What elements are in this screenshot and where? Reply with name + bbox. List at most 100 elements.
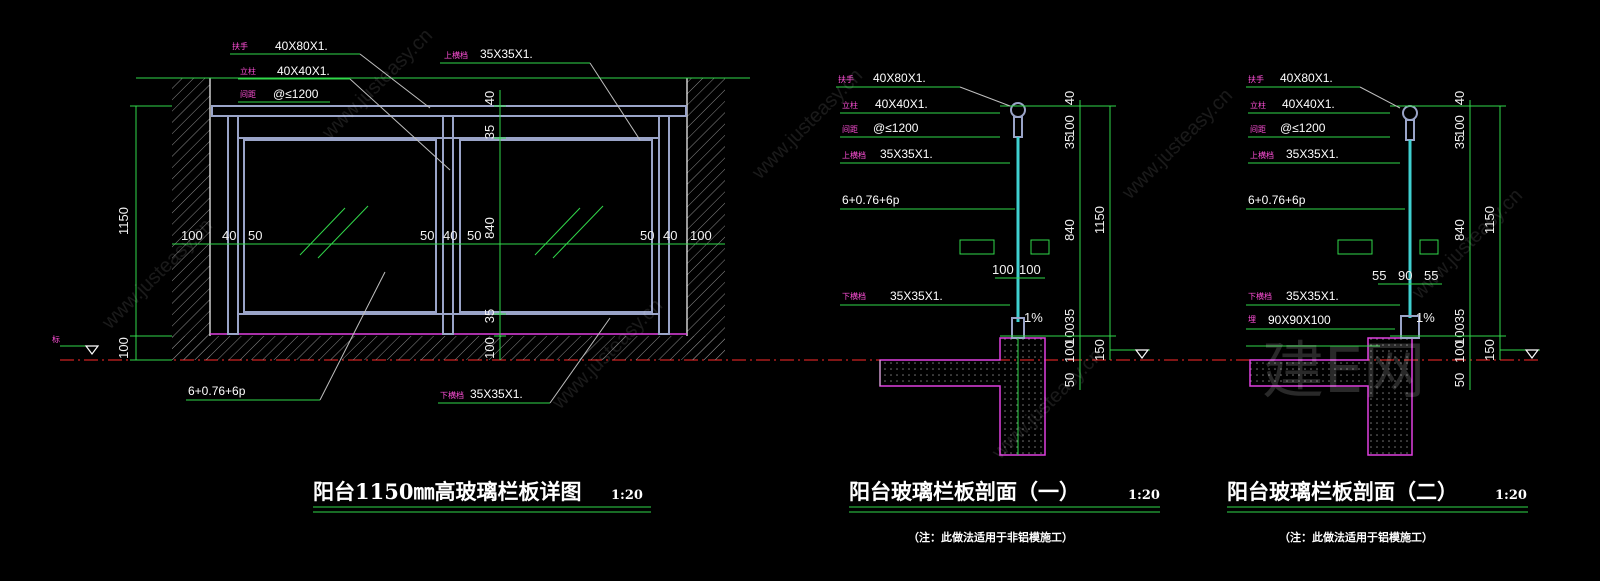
s2-callout-mid-rail: 40X40X1.: [1282, 97, 1335, 111]
s1-callout-post: @≤1200: [873, 121, 919, 135]
svg-text:www.justeasy.cn: www.justeasy.cn: [1407, 184, 1527, 304]
s2-dim-w90: 90: [1398, 268, 1412, 283]
s1-callout-mid-rail: 40X40X1.: [875, 97, 928, 111]
s2-dim-w55a: 55: [1372, 268, 1386, 283]
top-rail: [211, 105, 687, 117]
right-wall: [687, 78, 725, 360]
elevation-view: 1150 100 标 40 35 840 35 100 100 40 50 50…: [52, 39, 750, 513]
svg-text:扶手: 扶手: [1248, 74, 1264, 84]
svg-text:立柱: 立柱: [1250, 100, 1266, 110]
callout-lower-rail: 35X35X1.: [470, 387, 523, 401]
s1-callout-glass: 6+0.76+6p: [842, 193, 900, 207]
glass-panel-right: [459, 139, 653, 313]
svg-text:立柱: 立柱: [240, 66, 256, 76]
dim-left-100: 100: [181, 228, 203, 243]
svg-text:间距: 间距: [240, 90, 256, 99]
section-1-title: 阳台玻璃栏板剖面（一）: [849, 479, 1080, 504]
section-1-note: （注：此做法适用于非铝模施工）: [908, 530, 1073, 544]
base-slab: [172, 336, 725, 360]
left-wall: [172, 78, 210, 360]
s1-slope: 1%: [1024, 310, 1043, 325]
s1-callout-lower-rail: 35X35X1.: [890, 289, 943, 303]
svg-text:间距: 间距: [842, 125, 858, 134]
s1-dim-w100a: 100: [992, 262, 1014, 277]
dim-840: 840: [482, 217, 497, 239]
svg-text:www.justeasy.cn: www.justeasy.cn: [317, 24, 437, 144]
handrail-section-1: [1010, 102, 1026, 118]
callout-post: @≤1200: [273, 87, 319, 101]
s2-dim-840: 840: [1452, 219, 1467, 241]
callout-glass: 6+0.76+6p: [188, 384, 246, 398]
callout-upper-rail: 35X35X1.: [480, 47, 533, 61]
dim-mid-50b: 50: [467, 228, 481, 243]
dim-left-50: 50: [248, 228, 262, 243]
s2-callout-glass: 6+0.76+6p: [1248, 193, 1306, 207]
dim-100-base: 100: [116, 337, 131, 359]
section-2-title: 阳台玻璃栏板剖面（二）: [1227, 479, 1458, 504]
s1-callout-top-rail: 40X80X1.: [873, 71, 926, 85]
s2-dim-35a: 35: [1452, 135, 1467, 149]
right-post: [658, 115, 670, 335]
section-1-view: 40 100 35 840 35 100 150 100 50 1150 100…: [836, 71, 1160, 544]
center-post: [442, 115, 454, 335]
svg-text:间距: 间距: [1250, 125, 1266, 134]
s2-callout-top-rail: 40X80X1.: [1280, 71, 1333, 85]
svg-text:www.justeasy.cn: www.justeasy.cn: [1117, 84, 1237, 204]
svg-text:上横档: 上横档: [1250, 150, 1274, 160]
s2-dim-w55b: 55: [1424, 268, 1438, 283]
left-post: [227, 115, 239, 335]
s2-callout-lower-rail: 35X35X1.: [1286, 289, 1339, 303]
svg-text:上横档: 上横档: [842, 150, 866, 160]
dim-mid-50a: 50: [420, 228, 434, 243]
s1-dim-100c: 100: [1062, 341, 1077, 363]
svg-text:下横档: 下横档: [842, 291, 866, 301]
dim-35b: 35: [482, 309, 497, 323]
s2-callout-upper-rail: 35X35X1.: [1286, 147, 1339, 161]
s2-dim-1150: 1150: [1482, 206, 1497, 234]
dim-mid-40: 40: [443, 228, 457, 243]
section-2-note: （注：此做法适用于铝模施工）: [1279, 530, 1433, 544]
s2-dim-100: 100: [1452, 115, 1467, 137]
slab-section-1: [879, 337, 1046, 456]
s2-dim-100b: 100: [1452, 323, 1467, 345]
svg-text:埋: 埋: [1248, 314, 1256, 324]
s2-dim-100c: 100: [1452, 341, 1467, 363]
dim-1150: 1150: [116, 207, 131, 235]
svg-text:下横档: 下横档: [440, 390, 464, 400]
s2-callout-base-bar: 90X90X100: [1268, 313, 1331, 327]
s1-dim-840: 840: [1062, 219, 1077, 241]
svg-text:立柱: 立柱: [842, 100, 858, 110]
s1-dim-100b: 100: [1062, 323, 1077, 345]
glass-panel-left: [243, 139, 437, 313]
s2-slope: 1%: [1416, 310, 1435, 325]
dim-left-40: 40: [222, 228, 236, 243]
section-1-scale: 1:20: [1128, 488, 1160, 503]
s1-dim-35a: 35: [1062, 135, 1077, 149]
s1-dim-35b: 35: [1062, 309, 1077, 323]
svg-text:扶手: 扶手: [232, 41, 248, 51]
s1-dim-40: 40: [1062, 91, 1077, 105]
s2-dim-150: 150: [1482, 339, 1497, 361]
dim-right-100: 100: [690, 228, 712, 243]
s2-callout-post: @≤1200: [1280, 121, 1326, 135]
dim-right-40: 40: [663, 228, 677, 243]
section-2-scale: 1:20: [1495, 488, 1527, 503]
svg-text:上横档: 上横档: [444, 50, 468, 60]
s1-dim-150: 150: [1092, 339, 1107, 361]
svg-text:建E网: 建E网: [1262, 334, 1425, 407]
s1-dim-50: 50: [1062, 373, 1077, 387]
svg-text:扶手: 扶手: [838, 74, 854, 84]
handrail-section-2: [1402, 105, 1418, 121]
s1-dim-1150: 1150: [1092, 206, 1107, 234]
elevation-title: 阳台1150㎜高玻璃栏板详图: [313, 479, 581, 504]
dim-right-50: 50: [640, 228, 654, 243]
callout-top-rail: 40X80X1.: [275, 39, 328, 53]
section-2-view: 40 100 35 840 35 100 150 100 50 1150 55 …: [1227, 71, 1540, 544]
s2-dim-50: 50: [1452, 373, 1467, 387]
dim-35a: 35: [482, 125, 497, 139]
s2-dim-40: 40: [1452, 91, 1467, 105]
svg-text:标: 标: [52, 334, 60, 344]
dim-100: 100: [482, 337, 497, 359]
s2-dim-35b: 35: [1452, 309, 1467, 323]
